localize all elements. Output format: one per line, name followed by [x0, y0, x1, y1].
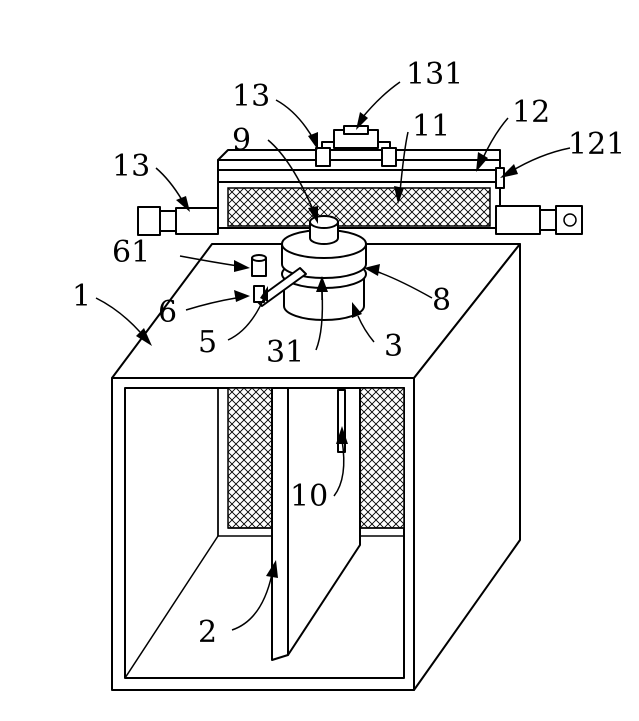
label-2: 2: [198, 615, 217, 650]
arrow-2: [266, 560, 278, 578]
cylinder-assembly: [251, 215, 367, 321]
left-fastener-body: [175, 207, 219, 235]
label-13-top: 13: [232, 79, 270, 114]
leader-6: [185, 297, 237, 311]
arrow-3: [352, 302, 362, 318]
label-131: 131: [406, 57, 463, 92]
top-frame-assembly: [137, 125, 583, 236]
reference-labels: 131 13 11 12 9 121 13 61 1 6 8 5 31 3 10…: [72, 57, 625, 650]
leader-61: [179, 255, 239, 267]
arrow-5: [260, 286, 268, 302]
arrow-131: [356, 112, 368, 130]
label-11: 11: [412, 109, 450, 144]
label-3: 3: [384, 329, 403, 364]
top-filter-screen: [227, 187, 491, 227]
leader-121: [509, 147, 571, 173]
label-12: 12: [512, 95, 550, 130]
right-fastener-body: [495, 205, 541, 235]
leader-9: [267, 139, 315, 213]
arrow-9: [308, 206, 318, 224]
inner-filter-right: [359, 387, 405, 529]
probe-rod: [337, 389, 346, 453]
label-121: 121: [568, 127, 625, 162]
leader-8: [377, 271, 433, 299]
arrow-1: [136, 328, 152, 346]
leader-13a: [275, 99, 315, 141]
left-fastener-knob: [137, 206, 161, 236]
left-fastener-neck: [159, 210, 177, 232]
frame-top-edge: [217, 149, 501, 161]
leader-11: [399, 131, 409, 193]
inner-filter-left: [227, 387, 273, 529]
arrow-6: [234, 290, 250, 302]
leader-3: [357, 315, 375, 343]
leader-131: [361, 81, 401, 119]
label-1: 1: [72, 279, 91, 314]
arrow-11: [394, 186, 404, 204]
label-8: 8: [432, 283, 451, 318]
leader-31: [315, 289, 324, 351]
label-31: 31: [266, 335, 304, 370]
leader-13b: [155, 167, 183, 201]
arrow-31: [316, 276, 328, 292]
leaders: [95, 81, 571, 631]
top-clamp-foot-right: [381, 147, 397, 167]
right-fastener-hole: [563, 213, 577, 227]
partition-plate-side: [287, 387, 361, 656]
label-6: 6: [158, 295, 177, 330]
post-upper-top: [251, 254, 267, 262]
arm: [255, 267, 307, 307]
top-clamp-foot-left: [315, 147, 331, 167]
leader-1: [95, 297, 141, 333]
inner-floor-edge: [124, 535, 219, 679]
arrow-10: [336, 426, 348, 444]
arrow-13b: [176, 196, 190, 212]
label-10: 10: [290, 479, 328, 514]
right-fastener-knob: [555, 205, 583, 235]
label-9: 9: [232, 123, 251, 158]
box-body: [111, 243, 521, 691]
right-fastener-neck: [539, 209, 557, 231]
leader-5: [227, 297, 265, 341]
arrow-121: [500, 164, 518, 178]
arrow-12: [476, 152, 488, 172]
partition-plate-front: [271, 387, 289, 661]
label-13-left: 13: [112, 149, 150, 184]
arrow-13a: [308, 132, 318, 150]
leader-10: [333, 439, 345, 497]
arrow-61: [234, 260, 250, 272]
label-61: 61: [112, 235, 150, 270]
arrow-8: [364, 264, 380, 276]
leader-2: [231, 573, 273, 631]
label-5: 5: [198, 325, 217, 360]
